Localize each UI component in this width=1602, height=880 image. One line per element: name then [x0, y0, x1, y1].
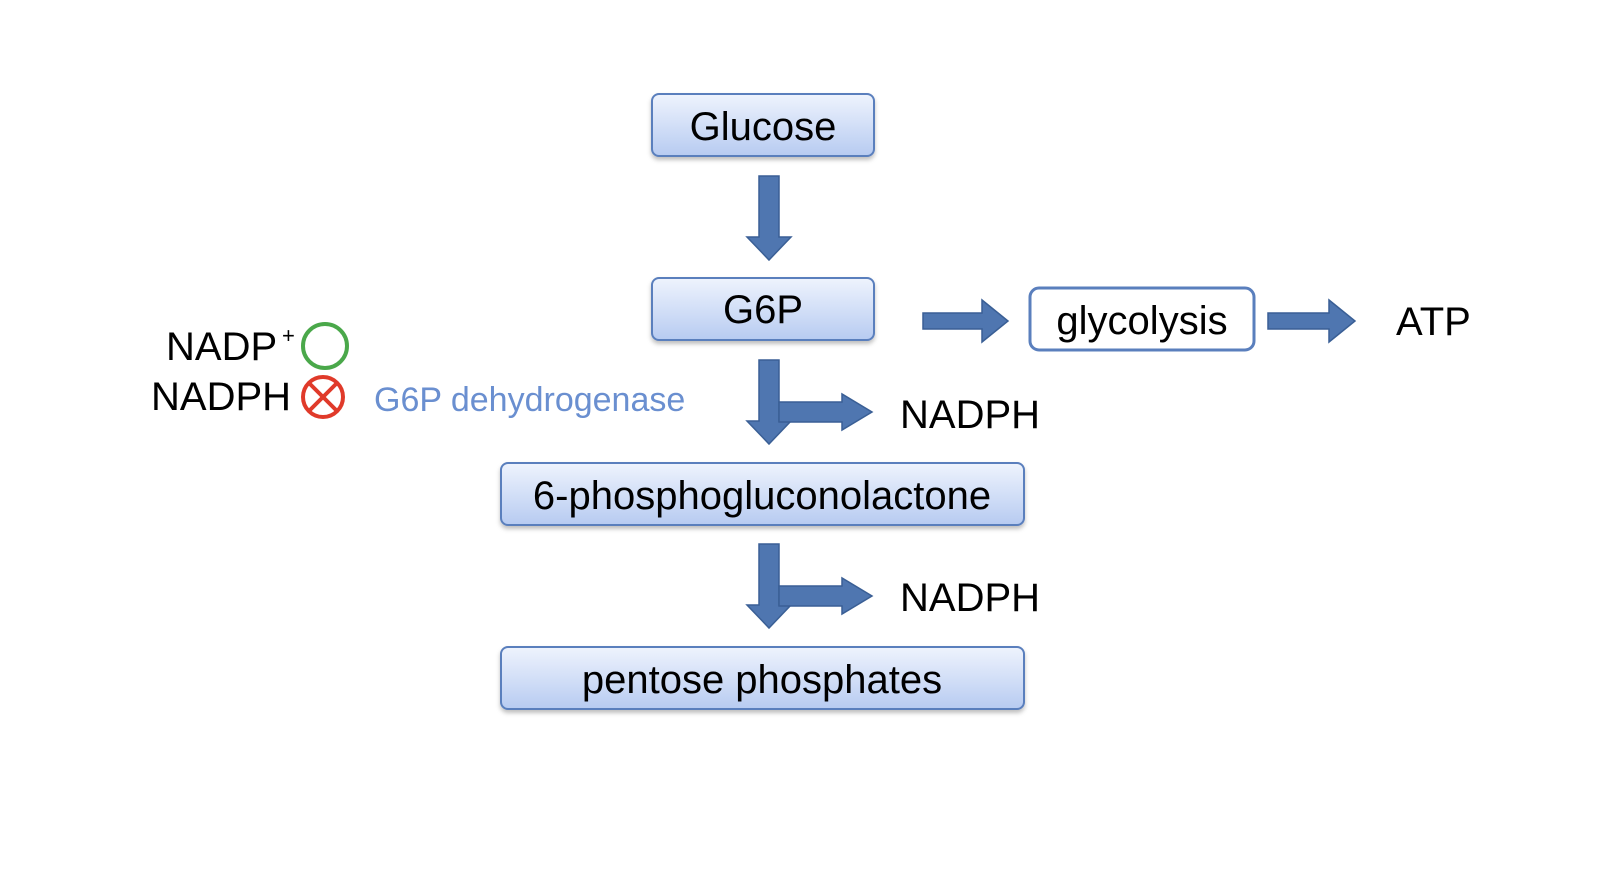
phosphogluconolactone-label: 6-phosphogluconolactone — [533, 474, 991, 518]
arrow-branch-right-icon — [778, 392, 874, 432]
g6p-label: G6P — [723, 288, 803, 332]
g6p-node: G6P — [651, 277, 875, 341]
open-circle-icon — [301, 322, 349, 370]
inhibitor-regulator: NADPH — [151, 375, 345, 419]
nadph-product-label: NADPH — [900, 393, 1040, 437]
arrow-right-icon — [922, 298, 1010, 344]
arrow-right-icon — [1267, 298, 1357, 344]
arrow-down-icon — [745, 543, 793, 630]
activator-charge: + — [282, 323, 295, 348]
phosphogluconolactone-node: 6-phosphogluconolactone — [500, 462, 1025, 526]
atp-label: ATP — [1396, 300, 1471, 344]
arrow-branch-right-icon — [778, 576, 874, 616]
activator-label: NADP — [166, 325, 277, 369]
glycolysis-node: glycolysis — [1028, 286, 1256, 352]
glucose-label: Glucose — [690, 105, 837, 149]
glucose-node: Glucose — [651, 93, 875, 157]
pentose-phosphates-label: pentose phosphates — [582, 658, 942, 702]
arrow-down-icon — [745, 359, 793, 446]
circled-x-icon — [301, 375, 345, 419]
pentose-phosphates-node: pentose phosphates — [500, 646, 1025, 710]
activator-regulator: NADP + — [166, 322, 349, 370]
arrow-down-icon — [745, 175, 793, 262]
nadph-product-label: NADPH — [900, 576, 1040, 620]
enzyme-label: G6P dehydrogenase — [374, 381, 685, 419]
glycolysis-label: glycolysis — [1056, 299, 1227, 343]
inhibitor-label: NADPH — [151, 375, 291, 419]
